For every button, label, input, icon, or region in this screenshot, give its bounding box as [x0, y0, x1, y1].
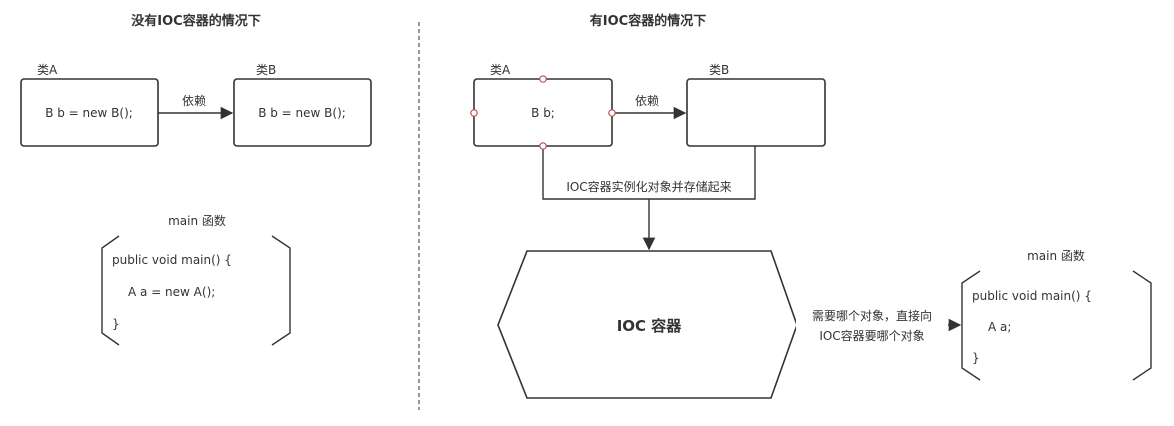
right-main-line-2: A a;: [988, 320, 1011, 334]
store-label: IOC容器实例化对象并存储起来: [566, 179, 731, 194]
right-main-left-bracket: [961, 270, 981, 381]
class-a-connection-point-top[interactable]: [539, 75, 547, 83]
left-main-right-bracket: [271, 235, 291, 346]
ioc-container-shape[interactable]: [497, 250, 798, 399]
left-class-b-label: 类B: [256, 63, 276, 77]
left-main-line-2: A a = new A();: [128, 285, 215, 299]
left-main-line-3: }: [112, 317, 120, 331]
store-label-bg: [544, 178, 753, 195]
left-class-a-label: 类A: [37, 63, 58, 77]
right-dependency-label: 依赖: [635, 93, 659, 108]
right-section-title: 有IOC容器的情况下: [590, 13, 706, 29]
right-main-line-1: public void main() {: [972, 289, 1092, 303]
right-class-a-label: 类A: [490, 63, 511, 77]
class-a-connection-point-bottom[interactable]: [539, 142, 547, 150]
left-main-title: main 函数: [168, 213, 226, 228]
left-dependency-label: 依赖: [182, 93, 206, 108]
left-class-b-box[interactable]: [233, 78, 372, 147]
left-class-a-code: B b = new B();: [45, 106, 133, 120]
left-main-left-bracket: [101, 235, 120, 346]
ioc-container-label: IOC 容器: [617, 317, 683, 335]
right-class-b-label: 类B: [709, 63, 729, 77]
left-main-line-1: public void main() {: [112, 253, 232, 267]
request-label-line-2: IOC容器要哪个对象: [819, 328, 924, 343]
right-class-a-code: B b;: [531, 106, 555, 120]
right-main-line-3: }: [972, 351, 980, 365]
left-class-b-code: B b = new B();: [258, 106, 346, 120]
class-a-connection-point-left[interactable]: [470, 109, 478, 117]
class-a-connection-point-right[interactable]: [608, 109, 616, 117]
right-main-right-bracket: [1132, 270, 1152, 381]
right-class-b-box[interactable]: [686, 78, 826, 147]
left-section-title: 没有IOC容器的情况下: [131, 13, 260, 29]
right-main-title: main 函数: [1027, 248, 1085, 263]
request-label-line-1: 需要哪个对象，直接向: [812, 308, 932, 323]
request-label-bg: [796, 307, 948, 343]
